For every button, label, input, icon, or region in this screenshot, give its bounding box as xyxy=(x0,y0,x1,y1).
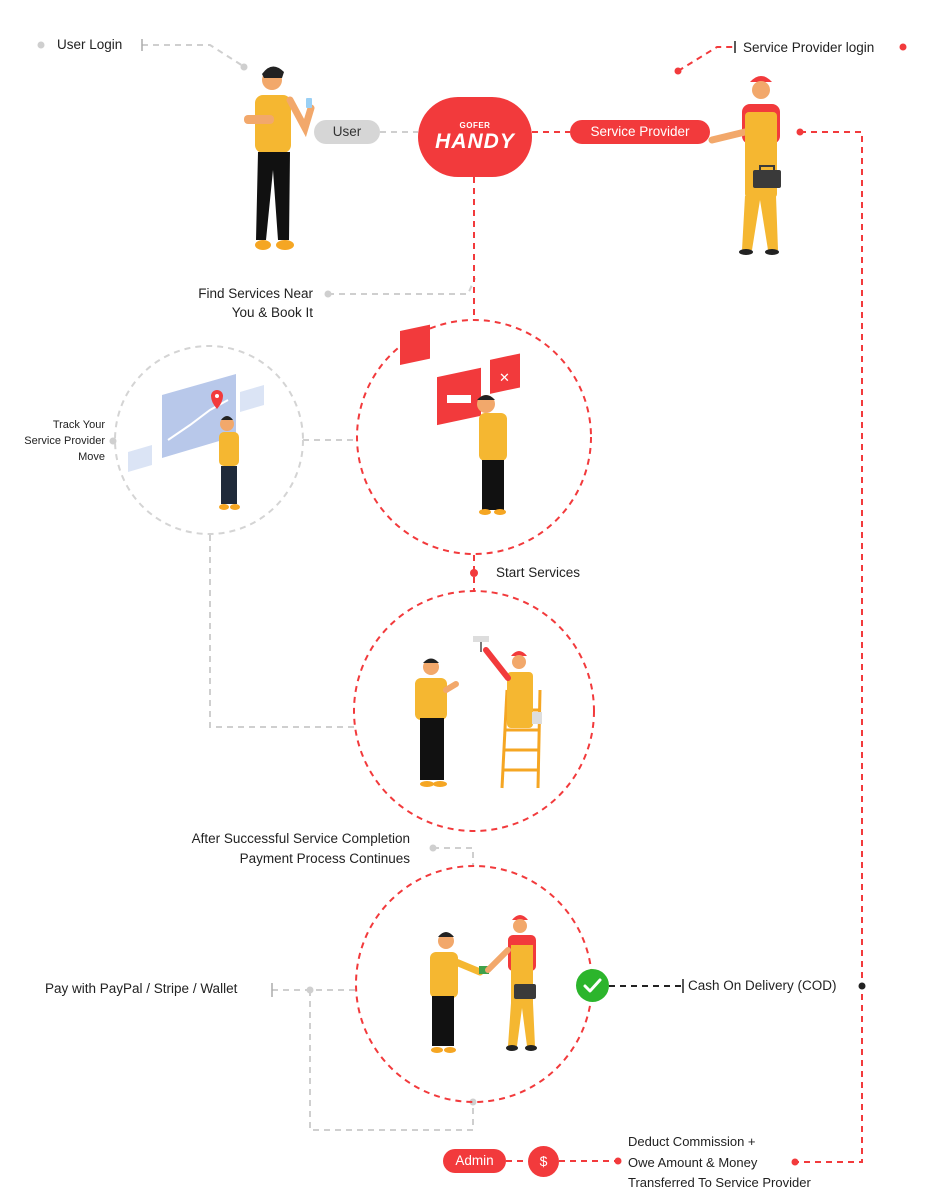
dot-track xyxy=(109,437,117,445)
user-login-label: User Login xyxy=(57,37,123,52)
gofer-handy-logo[interactable]: GOFER HANDY xyxy=(418,97,532,177)
dot-cod xyxy=(858,982,866,990)
dot-find xyxy=(324,290,332,298)
connector-find-services xyxy=(328,277,476,295)
dot-admin-junction xyxy=(469,1098,477,1106)
cod-label: Cash On Delivery (COD) xyxy=(688,978,837,993)
service-provider-login-label: Service Provider login xyxy=(743,40,875,55)
dot-sp-right xyxy=(796,128,804,136)
track-line3: Move xyxy=(78,451,105,463)
connector-track-service xyxy=(209,535,358,728)
track-line2: Service Provider xyxy=(24,435,105,447)
dot-deduct-right xyxy=(791,1158,799,1166)
dot-sp-login-left xyxy=(674,67,682,75)
dot-deduct-left xyxy=(614,1157,622,1165)
dollar-icon: $ xyxy=(528,1146,559,1177)
tool-card-icon: ✂ ✕ xyxy=(400,324,520,515)
book-circle xyxy=(356,319,592,555)
dot-user-login xyxy=(37,41,45,49)
find-services-line1: Find Services Near xyxy=(198,286,313,301)
after-line1: After Successful Service Completion xyxy=(191,831,410,846)
connector-pay-admin xyxy=(309,990,474,1131)
track-line1: Track Your xyxy=(52,419,105,431)
track-circle xyxy=(114,345,304,535)
start-services-label: Start Services xyxy=(496,565,581,580)
service-circle xyxy=(353,590,595,832)
connector-user-login xyxy=(142,44,244,67)
pay-with-label: Pay with PayPal / Stripe / Wallet xyxy=(45,981,238,996)
svg-text:✕: ✕ xyxy=(499,371,510,386)
check-icon xyxy=(576,969,609,1002)
map-pin-icon xyxy=(128,374,264,510)
service-provider-pill[interactable]: Service Provider xyxy=(570,120,710,144)
payment-circle xyxy=(355,865,593,1103)
handshake-icon xyxy=(430,915,537,1053)
find-services-line2: You & Book It xyxy=(231,305,313,320)
user-pill[interactable]: User xyxy=(314,120,380,144)
dot-after xyxy=(429,844,437,852)
deduct-line3: Transferred To Service Provider xyxy=(628,1175,811,1190)
logo-big-text: HANDY xyxy=(435,130,515,153)
connector-after xyxy=(433,847,474,865)
dot-pay xyxy=(306,986,314,994)
admin-pill[interactable]: Admin xyxy=(443,1149,506,1173)
service-provider-worker-icon xyxy=(708,76,781,255)
logo-small-text: GOFER xyxy=(459,121,491,130)
deduct-line1: Deduct Commission + xyxy=(628,1134,756,1149)
svg-text:✂: ✂ xyxy=(410,420,422,436)
dot-user-figure xyxy=(240,63,248,71)
dot-sp-login-right xyxy=(899,43,907,51)
after-line2: Payment Process Continues xyxy=(239,851,410,866)
ladder-painter-icon xyxy=(415,636,542,789)
connector-sp-login xyxy=(677,46,733,72)
dot-start xyxy=(470,569,478,577)
user-person-icon xyxy=(244,66,315,250)
deduct-line2: Owe Amount & Money xyxy=(628,1155,758,1170)
check-icon-glyph xyxy=(583,978,602,993)
connector-sp-right xyxy=(795,131,863,1163)
